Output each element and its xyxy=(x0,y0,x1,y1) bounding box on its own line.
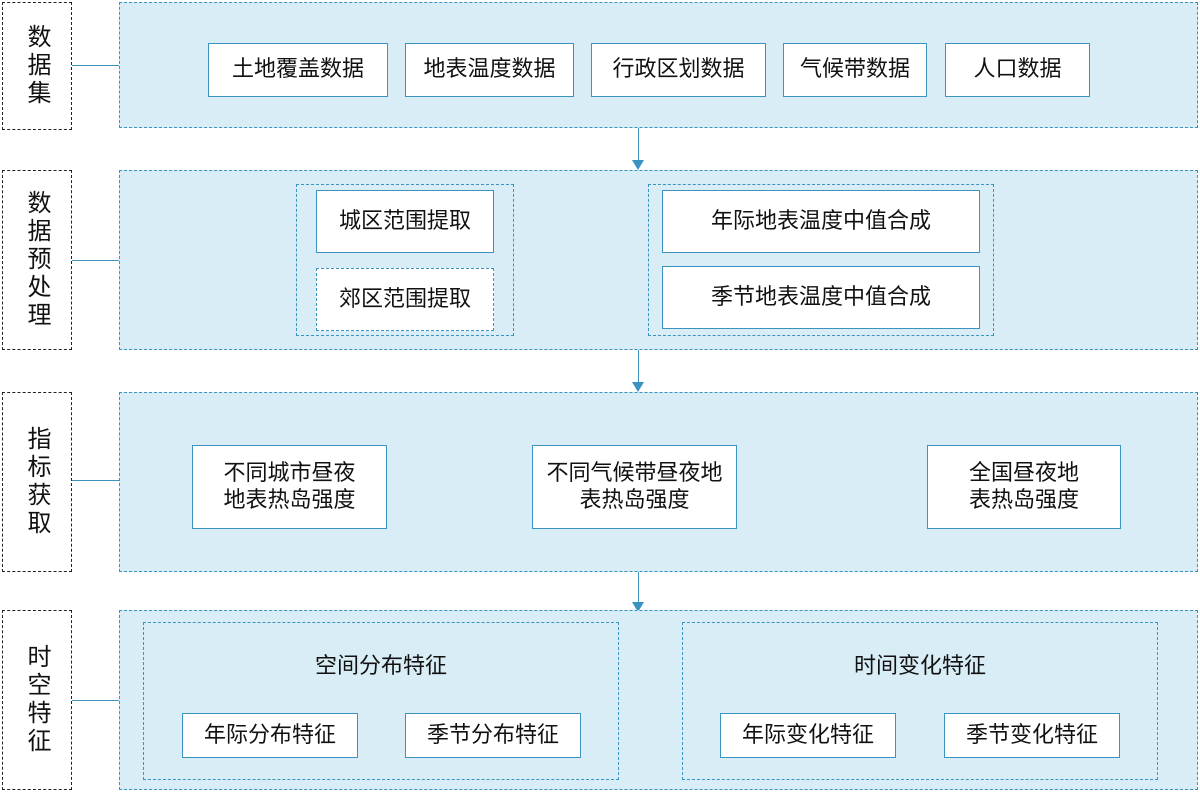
panel-spatiotemporal xyxy=(119,610,1198,790)
arrow-3 xyxy=(632,572,644,612)
indicator-national-suhi-label: 全国昼夜地表热岛强度 xyxy=(968,460,1079,514)
indicator-city-suhi-label: 不同城市昼夜地表热岛强度 xyxy=(223,460,356,514)
indicator-climate-suhi: 不同气候带昼夜地表热岛强度 xyxy=(532,445,737,529)
dataset-land-cover: 土地覆盖数据 xyxy=(208,43,388,97)
spatial-feature-title: 空间分布特征 xyxy=(314,654,447,679)
dataset-lst: 地表温度数据 xyxy=(405,43,574,97)
suburban-extent-box: 郊区范围提取 xyxy=(316,268,494,331)
group-lst xyxy=(648,184,994,336)
group-spatial xyxy=(143,622,619,780)
stage-indicator-label: 指标获取 xyxy=(23,426,51,538)
annual-change-box: 年际变化特征 xyxy=(720,713,896,758)
seasonal-distribution-box: 季节分布特征 xyxy=(405,713,581,758)
stage-dataset: 数据集 xyxy=(2,2,72,130)
stage-spatiotemporal-label: 时空特征 xyxy=(23,644,51,756)
group-temporal xyxy=(682,622,1158,780)
connector-preprocess xyxy=(72,260,119,261)
indicator-city-suhi: 不同城市昼夜地表热岛强度 xyxy=(192,445,387,529)
connector-indicator xyxy=(72,480,119,481)
annual-lst-composite-box: 年际地表温度中值合成 xyxy=(662,190,980,253)
stage-preprocess: 数据预处理 xyxy=(2,170,72,350)
urban-extent-box: 城区范围提取 xyxy=(316,190,494,253)
arrow-2 xyxy=(632,350,644,392)
dataset-admin-division: 行政区划数据 xyxy=(591,43,766,97)
stage-dataset-label: 数据集 xyxy=(23,24,51,108)
stage-preprocess-label: 数据预处理 xyxy=(23,190,51,330)
dataset-population: 人口数据 xyxy=(945,43,1090,97)
seasonal-lst-composite-box: 季节地表温度中值合成 xyxy=(662,266,980,329)
stage-indicator: 指标获取 xyxy=(2,392,72,572)
temporal-feature-title: 时间变化特征 xyxy=(853,654,986,679)
panel-preprocess xyxy=(119,170,1198,350)
group-extent xyxy=(296,184,514,336)
stage-spatiotemporal: 时空特征 xyxy=(2,610,72,790)
seasonal-change-box: 季节变化特征 xyxy=(944,713,1120,758)
arrow-1 xyxy=(632,128,644,170)
indicator-climate-suhi-label: 不同气候带昼夜地表热岛强度 xyxy=(546,460,723,514)
connector-spatiotemporal xyxy=(72,700,119,701)
indicator-national-suhi: 全国昼夜地表热岛强度 xyxy=(927,445,1121,529)
connector-dataset xyxy=(72,65,119,66)
dataset-climate-zone: 气候带数据 xyxy=(783,43,927,97)
annual-distribution-box: 年际分布特征 xyxy=(182,713,358,758)
